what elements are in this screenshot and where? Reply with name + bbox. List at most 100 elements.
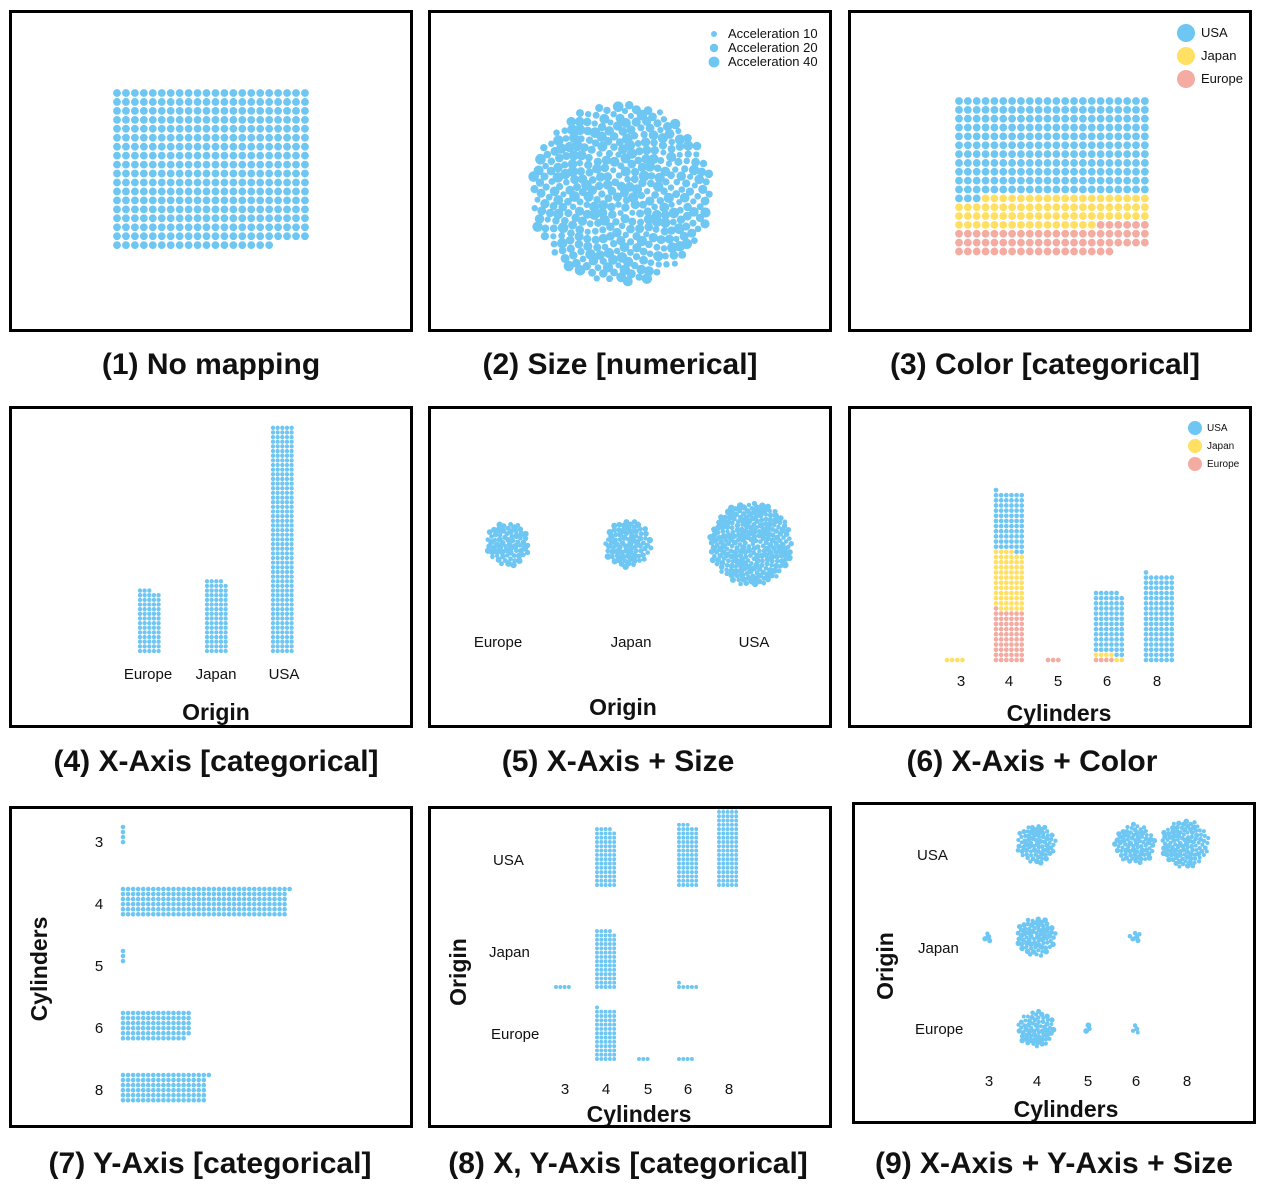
unit-dot	[604, 194, 613, 203]
unit-dot	[220, 241, 229, 250]
unit-dot	[270, 546, 276, 551]
unit-dot	[575, 225, 585, 234]
unit-dot	[280, 500, 285, 505]
unit-dot	[515, 523, 521, 528]
unit-dot	[280, 518, 285, 523]
unit-dot	[220, 205, 229, 214]
unit-dot	[1153, 652, 1159, 658]
unit-dot	[1038, 953, 1044, 958]
unit-dot	[547, 157, 556, 165]
unit-dot	[1024, 1032, 1030, 1038]
unit-dot	[156, 593, 161, 598]
unit-dot	[1029, 946, 1034, 951]
unit-dot-usa	[999, 167, 1008, 176]
unit-dot	[1039, 1036, 1045, 1042]
unit-dot	[156, 1092, 161, 1098]
unit-dot	[284, 500, 290, 505]
unit-dot	[113, 98, 121, 106]
unit-dot	[530, 185, 539, 194]
unit-dot	[280, 462, 285, 468]
unit-dot	[687, 173, 694, 180]
unit-dot	[275, 541, 280, 547]
unit-dot	[186, 1077, 191, 1083]
unit-dot	[166, 133, 175, 142]
unit-dot	[214, 593, 219, 598]
unit-dot-usa	[1140, 167, 1149, 176]
unit-dot	[193, 178, 202, 187]
unit-dot	[764, 503, 771, 510]
unit-dot	[661, 252, 669, 260]
unit-dot	[275, 579, 280, 584]
unit-dot	[157, 178, 166, 187]
unit-dot	[531, 204, 538, 212]
unit-dot	[1123, 847, 1129, 853]
unit-dot	[641, 273, 653, 284]
unit-dot	[1174, 855, 1179, 861]
unit-dot	[247, 196, 256, 205]
unit-dot	[1109, 606, 1114, 611]
unit-dot	[284, 616, 290, 621]
unit-dot	[1045, 940, 1050, 945]
unit-dot-usa	[1061, 167, 1070, 176]
unit-dot	[1141, 839, 1146, 845]
unit-dot	[137, 639, 143, 644]
unit-dot-usa	[1008, 132, 1016, 141]
unit-dot-japan	[1079, 221, 1087, 229]
unit-dot	[1143, 836, 1149, 842]
unit-dot-europe	[1096, 229, 1105, 238]
unit-dot	[284, 541, 290, 547]
unit-dot	[218, 620, 224, 626]
unit-dot-usa	[1043, 123, 1052, 132]
unit-dot	[694, 857, 699, 862]
unit-dot	[1050, 657, 1056, 663]
unit-dot-usa	[1114, 123, 1123, 132]
legend-marker-acc10	[711, 31, 717, 37]
unit-dot	[721, 827, 726, 832]
unit-dot	[283, 169, 291, 178]
unit-dot	[275, 597, 280, 602]
unit-dot	[756, 528, 762, 535]
unit-dot-usa	[1017, 114, 1025, 123]
unit-dot-usa	[1043, 150, 1052, 159]
unit-dot	[1040, 856, 1044, 861]
unit-dot	[289, 644, 294, 649]
unit-dot	[1009, 652, 1014, 658]
unit-dot	[610, 167, 617, 174]
unit-dot-japan	[972, 212, 981, 220]
unit-dot	[998, 549, 1004, 555]
unit-dot	[148, 160, 157, 169]
unit-dot	[677, 980, 681, 985]
unit-dot	[734, 814, 739, 819]
unit-dot	[275, 555, 280, 561]
y-tick-usa: USA	[493, 852, 524, 869]
unit-dot	[558, 246, 567, 255]
unit-dot	[578, 188, 587, 197]
unit-dot	[612, 192, 623, 202]
unit-dot	[147, 644, 152, 649]
unit-dot	[175, 115, 184, 124]
unit-dot	[1003, 642, 1009, 647]
unit-dot	[265, 232, 274, 241]
unit-dot	[681, 865, 686, 870]
unit-dot	[166, 115, 175, 124]
unit-dot	[166, 1082, 171, 1088]
unit-dot	[746, 502, 752, 508]
unit-dot	[1009, 642, 1014, 647]
unit-dot	[171, 1092, 176, 1098]
unit-dot-usa	[972, 114, 981, 123]
unit-dot	[284, 523, 290, 528]
unit-dot	[1014, 590, 1019, 596]
unit-dot	[275, 448, 280, 454]
unit-dot	[1051, 842, 1056, 847]
unit-dot	[603, 942, 608, 946]
unit-dot	[584, 111, 592, 118]
unit-dot	[1003, 647, 1009, 653]
unit-dot-usa	[1034, 132, 1043, 141]
unit-dot	[125, 896, 131, 902]
unit-dot	[1023, 833, 1028, 839]
unit-dot-usa	[1061, 123, 1070, 132]
unit-dot	[603, 1044, 608, 1049]
unit-dot	[238, 133, 247, 142]
unit-dot	[145, 911, 151, 917]
unit-dot	[1109, 621, 1114, 627]
